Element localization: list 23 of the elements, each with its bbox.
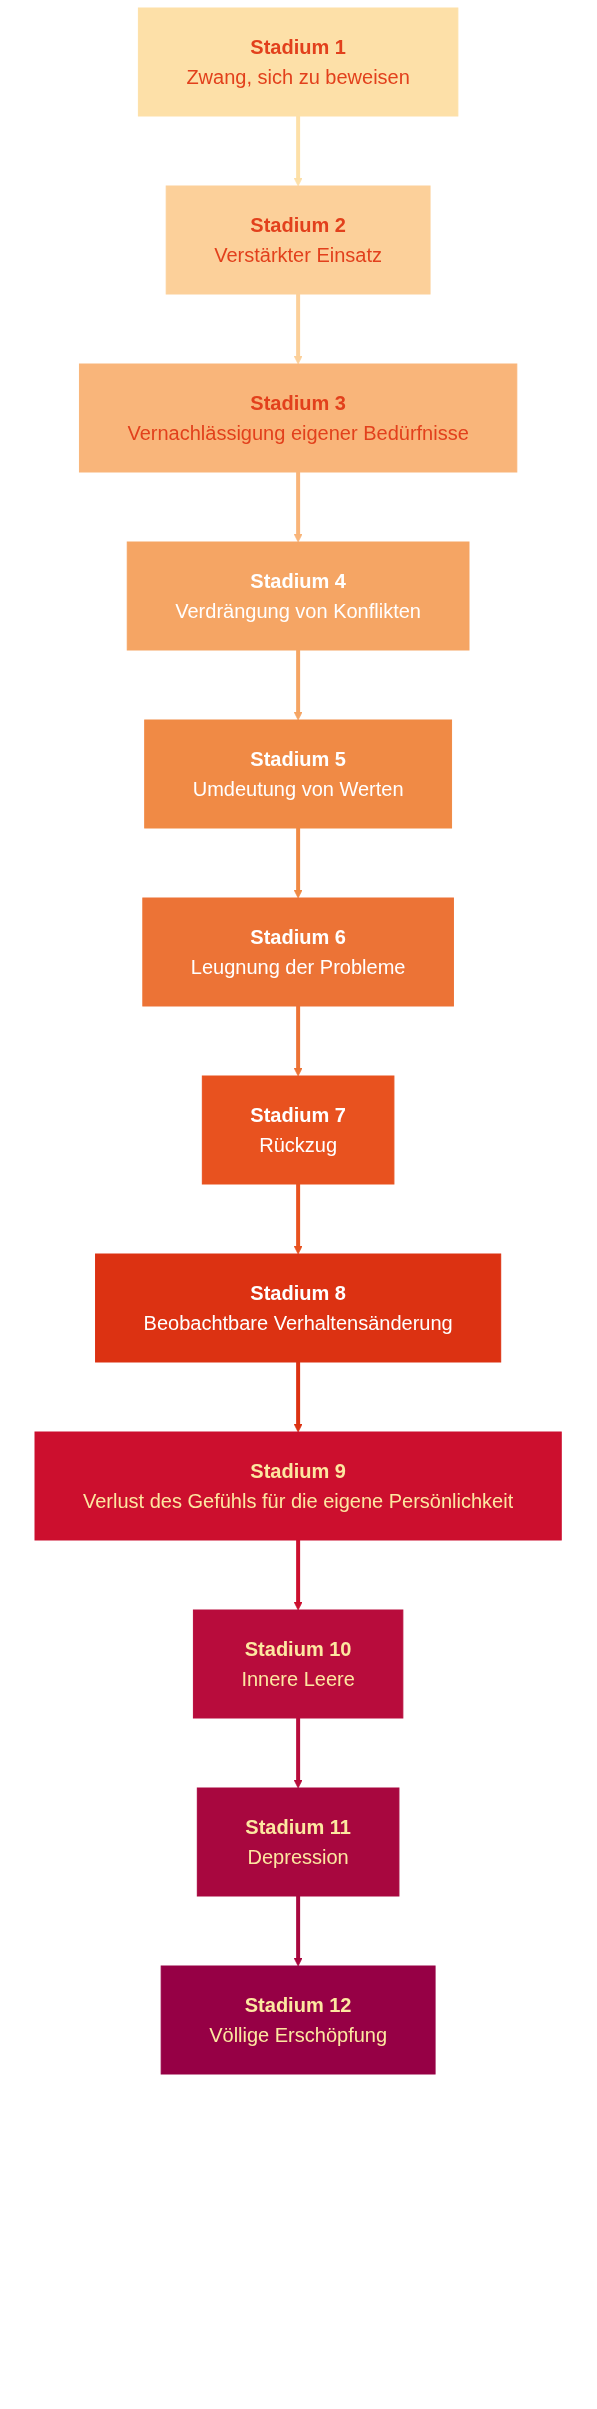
arrow bbox=[294, 1006, 303, 1077]
node-box: Stadium 9 Verlust des Gefühls für die eigene Persönlichkeit bbox=[34, 1431, 563, 1541]
node-box: Stadium 5 Umdeutung von Werten bbox=[144, 719, 453, 829]
arrow bbox=[294, 116, 303, 187]
arrow bbox=[294, 1184, 303, 1255]
node-box: Stadium 7 Rückzug bbox=[202, 1075, 395, 1185]
node-box: Stadium 2 Verstärkter Einsatz bbox=[166, 185, 431, 295]
node-box: Stadium 12 Völlige Erschöpfung bbox=[161, 1965, 436, 2075]
arrow bbox=[294, 828, 303, 899]
node-box: Stadium 1 Zwang, sich zu beweisen bbox=[138, 7, 459, 117]
arrow bbox=[294, 1540, 303, 1611]
node-box: Stadium 10 Innere Leere bbox=[193, 1609, 404, 1719]
arrow bbox=[294, 1896, 303, 1967]
arrow bbox=[294, 294, 303, 365]
node-box: Stadium 8 Beobachtbare Verhaltensänderung bbox=[95, 1253, 502, 1363]
arrow bbox=[294, 472, 303, 543]
node-box: Stadium 4 Verdrängung von Konflikten bbox=[127, 541, 470, 651]
node-box: Stadium 11 Depression bbox=[197, 1787, 400, 1897]
node-box: Stadium 3 Vernachlässigung eigener Bedürfnisse bbox=[79, 363, 518, 473]
arrow bbox=[294, 1362, 303, 1433]
arrow bbox=[294, 1718, 303, 1789]
node-box: Stadium 6 Leugnung der Probleme bbox=[142, 897, 455, 1007]
arrow bbox=[294, 650, 303, 721]
